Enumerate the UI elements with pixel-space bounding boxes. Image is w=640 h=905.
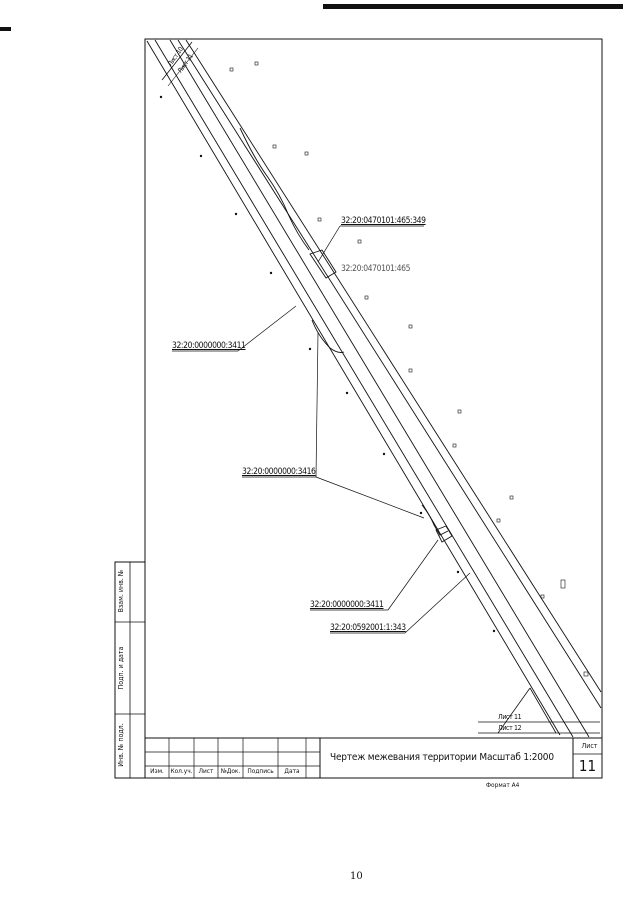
stamp-inv-podl: Инв. № подл. [117, 723, 125, 767]
parcel-label: 32:20:0592001:1:343 [330, 623, 406, 633]
survey-markers [229, 61, 589, 677]
parcel-label: 32:20:0470101:465 [341, 264, 411, 274]
page-number: 10 [350, 871, 363, 882]
drawing-frame [144, 38, 603, 779]
survey-points [159, 95, 496, 633]
corner-mark [0, 27, 11, 31]
header-bar [323, 4, 623, 9]
parcel-label: 32:20:0000000:3416 [242, 467, 316, 477]
stamp-col-kol-uch: Кол.уч. [170, 767, 193, 775]
stamp-col-date: Дата [284, 767, 300, 775]
stamp-col-signature: Подпись [247, 767, 274, 775]
stamp-col-list: Лист [198, 767, 214, 775]
stamp-podp-data: Подп. и дата [117, 646, 125, 690]
sheet-ref-triangle [478, 687, 600, 734]
sheet-number: 11 [578, 757, 597, 775]
sheet-ref-bottom-cur: Лист 11 [498, 713, 522, 721]
parcel-label: 32:20:0000000:3411 [310, 600, 384, 610]
sheet-label: Лист [581, 742, 598, 750]
drawing-title: Чертеж межевания территории Масштаб 1:20… [330, 752, 554, 763]
parcel-label: 32:20:0470101:465:349 [341, 216, 426, 226]
format-label: Формат А4 [486, 781, 520, 789]
stamp-col-izm: Изм. [150, 767, 164, 775]
stamp-col-doc: №Док. [220, 767, 241, 775]
stamp-vzam-inv: Взам. инв. № [117, 569, 125, 613]
parcel-label: 32:20:0000000:3411 [172, 341, 246, 351]
leader-lines [172, 225, 471, 634]
sheet-ref-bottom-next: Лист 12 [498, 724, 522, 732]
road-strip [146, 39, 602, 738]
